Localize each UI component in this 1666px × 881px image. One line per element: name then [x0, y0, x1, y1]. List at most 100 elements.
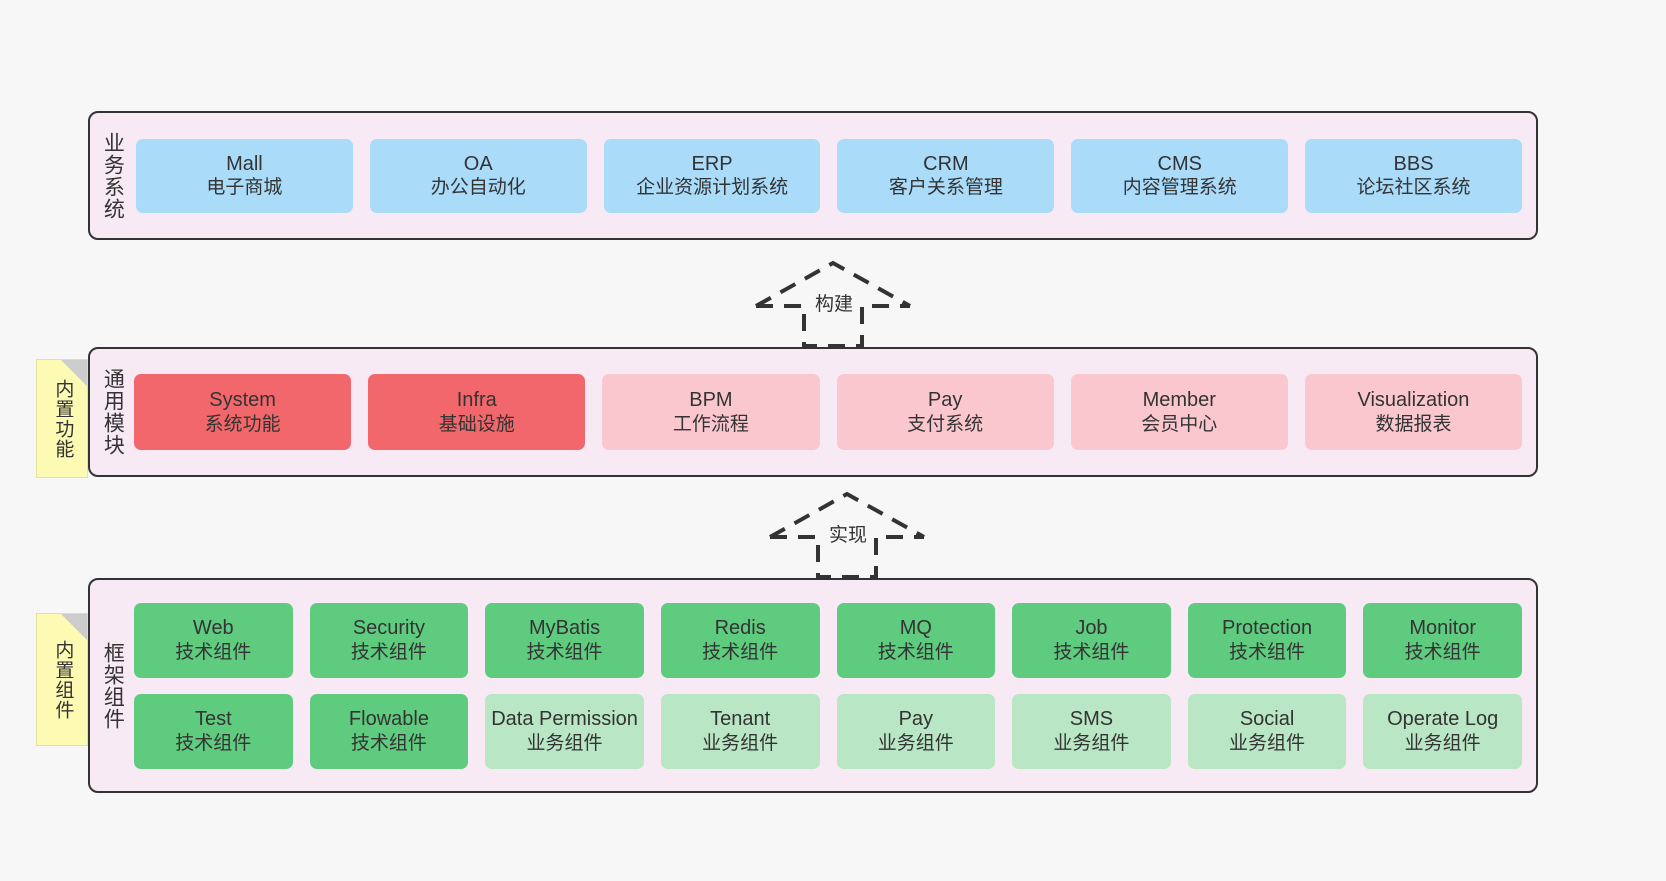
card-title-cn: 系统功能: [204, 413, 281, 435]
card-system[interactable]: System 系统功能: [134, 374, 352, 450]
arrow-label-implement: 实现: [827, 520, 870, 547]
card-pay-module[interactable]: Pay 支付系统: [836, 374, 1054, 450]
card-infra[interactable]: Infra 基础设施: [368, 374, 586, 450]
card-title-en: Member: [1142, 389, 1216, 412]
card-mybatis[interactable]: MyBatis 技术组件: [485, 602, 644, 678]
card-title-en: Tenant: [710, 708, 771, 731]
card-mall[interactable]: Mall 电子商城: [136, 138, 353, 213]
card-title-cn: 业务组件: [877, 732, 954, 754]
sticky-note-text: 内置功能: [52, 378, 74, 459]
card-flowable[interactable]: Flowable 技术组件: [309, 693, 469, 769]
card-title-cn: 技术组件: [526, 641, 603, 663]
card-title-cn: 工作流程: [672, 413, 749, 435]
layer-body-framework: Web 技术组件 Security 技术组件 MyBatis 技术组件 Redi…: [134, 580, 1536, 791]
card-title-en: Mall: [226, 152, 263, 175]
card-title-cn: 业务组件: [702, 732, 779, 754]
card-bpm[interactable]: BPM 工作流程: [602, 374, 820, 450]
card-title-en: Redis: [714, 617, 766, 640]
card-row-framework-1: Web 技术组件 Security 技术组件 MyBatis 技术组件 Redi…: [134, 602, 1522, 678]
card-oa[interactable]: OA 办公自动化: [369, 138, 587, 213]
arrow-head-implement: [769, 491, 925, 539]
card-title-cn: 论坛社区系统: [1356, 177, 1471, 199]
sticky-note-builtin-components: 内置组件: [36, 613, 88, 746]
card-title-cn: 技术组件: [1053, 641, 1130, 663]
card-mq[interactable]: MQ 技术组件: [836, 602, 996, 678]
card-title-cn: 技术组件: [1229, 641, 1306, 663]
card-title-en: Pay: [898, 708, 934, 731]
card-title-en: Protection: [1222, 617, 1313, 640]
card-protection[interactable]: Protection 技术组件: [1187, 602, 1347, 678]
card-title-en: ERP: [691, 152, 733, 175]
card-sms[interactable]: SMS 业务组件: [1012, 693, 1171, 769]
layer-title-framework: 框架组件: [101, 641, 125, 730]
card-row-business-1: Mall 电子商城 OA 办公自动化 ERP 企业资源计划系统 CRM 客户关系…: [136, 138, 1522, 213]
page-fold-icon: [61, 614, 87, 640]
layer-title-common: 通用模块: [101, 368, 125, 456]
card-title-en: Security: [352, 617, 426, 640]
card-title-cn: 数据报表: [1375, 413, 1452, 435]
arrow-stem-implement: [770, 535, 924, 579]
card-title-en: CMS: [1157, 152, 1202, 175]
arrow-stem-build: [756, 304, 910, 348]
card-erp[interactable]: ERP 企业资源计划系统: [603, 138, 821, 213]
card-title-cn: 业务组件: [1404, 732, 1481, 754]
card-row-framework-2: Test 技术组件 Flowable 技术组件 Data Permission …: [134, 693, 1522, 769]
card-title-en: BPM: [689, 389, 733, 412]
card-tenant[interactable]: Tenant 业务组件: [660, 693, 820, 769]
card-title-cn: 业务组件: [1229, 732, 1306, 754]
card-title-en: SMS: [1069, 708, 1114, 731]
arrow-head-build: [755, 260, 911, 308]
card-title-en: BBS: [1393, 152, 1434, 175]
card-title-cn: 技术组件: [702, 641, 779, 663]
card-web[interactable]: Web 技术组件: [134, 602, 293, 678]
arrow-implement: [769, 491, 925, 579]
card-title-cn: 技术组件: [350, 641, 427, 663]
card-title-cn: 电子商城: [206, 177, 283, 199]
card-title-cn: 企业资源计划系统: [636, 177, 789, 199]
card-title-cn: 技术组件: [350, 732, 427, 754]
card-title-cn: 会员中心: [1141, 413, 1218, 435]
card-social[interactable]: Social 业务组件: [1187, 693, 1347, 769]
card-title-en: Operate Log: [1387, 708, 1499, 731]
card-title-cn: 基础设施: [438, 413, 515, 435]
card-title-cn: 办公自动化: [430, 177, 526, 199]
card-title-en: System: [209, 389, 276, 412]
card-title-en: Job: [1075, 617, 1108, 640]
card-row-common-1: System 系统功能 Infra 基础设施 BPM 工作流程 Pay 支付系统…: [134, 374, 1523, 450]
card-title-cn: 技术组件: [1404, 641, 1481, 663]
card-operate-log[interactable]: Operate Log 业务组件: [1363, 693, 1522, 769]
card-title-cn: 业务组件: [1053, 732, 1130, 754]
arrow-build: [755, 260, 911, 348]
card-security[interactable]: Security 技术组件: [309, 602, 469, 678]
card-crm[interactable]: CRM 客户关系管理: [837, 138, 1055, 213]
card-visualization[interactable]: Visualization 数据报表: [1304, 374, 1523, 450]
card-monitor[interactable]: Monitor 技术组件: [1363, 602, 1522, 678]
sticky-note-text: 内置组件: [52, 639, 74, 720]
card-pay-component[interactable]: Pay 业务组件: [836, 693, 996, 769]
card-title-en: CRM: [923, 152, 969, 175]
card-title-en: Test: [194, 708, 232, 731]
card-title-en: OA: [463, 152, 493, 175]
card-title-en: Data Permission: [491, 708, 638, 731]
layer-body-business: Mall 电子商城 OA 办公自动化 ERP 企业资源计划系统 CRM 客户关系…: [134, 113, 1536, 238]
card-title-cn: 技术组件: [175, 732, 252, 754]
card-title-cn: 业务组件: [526, 732, 603, 754]
layer-business-systems: 业务系统 Mall 电子商城 OA 办公自动化 ERP 企业资源计划系统 CRM…: [88, 111, 1538, 240]
card-title-cn: 支付系统: [907, 413, 984, 435]
layer-body-common: System 系统功能 Infra 基础设施 BPM 工作流程 Pay 支付系统…: [134, 349, 1536, 475]
card-redis[interactable]: Redis 技术组件: [660, 602, 820, 678]
card-cms[interactable]: CMS 内容管理系统: [1071, 138, 1289, 213]
card-job[interactable]: Job 技术组件: [1012, 602, 1171, 678]
layer-framework-components: 框架组件 Web 技术组件 Security 技术组件 MyBatis 技术组件…: [88, 578, 1538, 793]
card-title-en: Pay: [927, 389, 963, 412]
card-title-en: Web: [192, 617, 234, 640]
card-title-en: Social: [1239, 708, 1295, 731]
card-title-cn: 技术组件: [877, 641, 954, 663]
layer-common-modules: 通用模块 System 系统功能 Infra 基础设施 BPM 工作流程 Pay…: [88, 347, 1538, 477]
card-member[interactable]: Member 会员中心: [1070, 374, 1288, 450]
card-title-en: Infra: [456, 389, 497, 412]
card-data-permission[interactable]: Data Permission 业务组件: [485, 693, 644, 769]
card-bbs[interactable]: BBS 论坛社区系统: [1305, 138, 1522, 213]
card-test[interactable]: Test 技术组件: [134, 693, 293, 769]
